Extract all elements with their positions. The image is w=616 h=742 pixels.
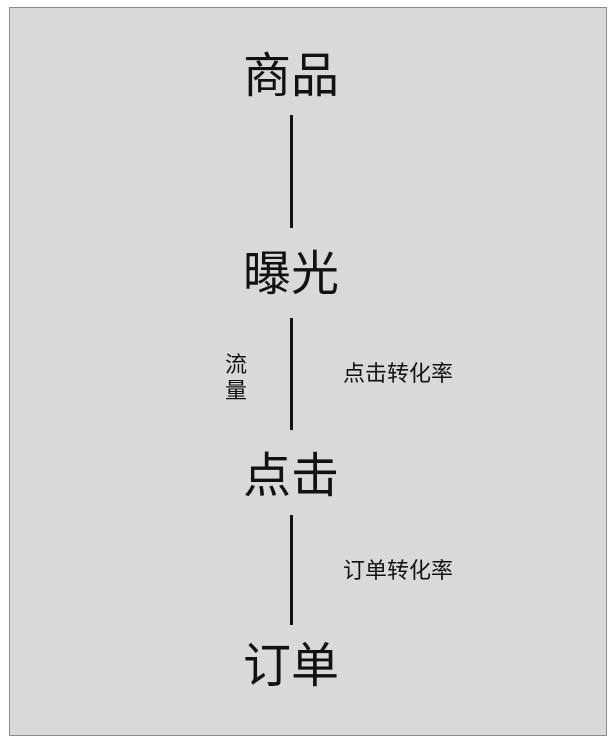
node-product: 商品 — [242, 48, 339, 104]
node-click: 点击 — [242, 448, 339, 504]
traffic-label-char: 流 — [224, 353, 247, 378]
traffic-label-char: 量 — [224, 379, 247, 404]
diagram-frame — [9, 7, 607, 736]
node-order: 订单 — [242, 638, 339, 694]
connector-line — [290, 515, 293, 625]
click-rate-label: 点击转化率 — [343, 362, 454, 387]
traffic-label: 流 量 — [223, 353, 249, 405]
node-exposure: 曝光 — [242, 246, 339, 302]
order-rate-label: 订单转化率 — [343, 559, 454, 584]
connector-line — [290, 318, 293, 430]
connector-line — [290, 115, 293, 228]
